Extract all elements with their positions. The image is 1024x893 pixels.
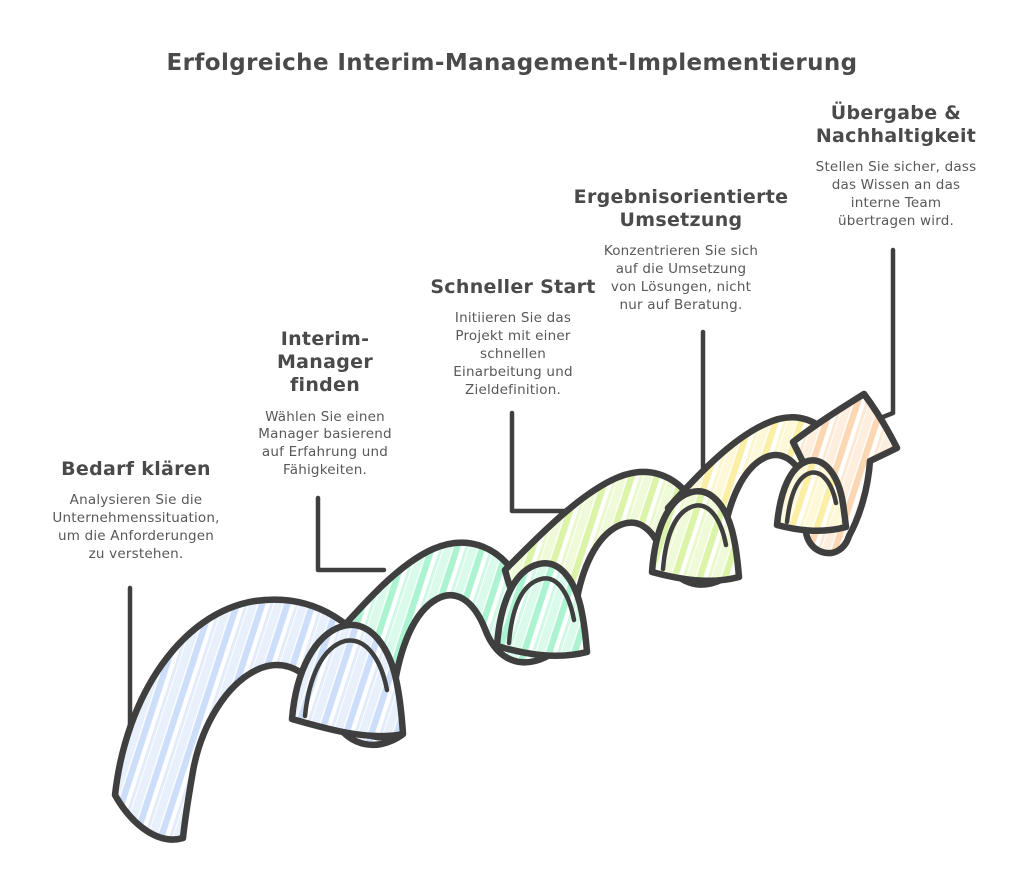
- ribbon-fold-1-inner-line: [302, 638, 390, 719]
- connector-line-2: [315, 495, 387, 573]
- step-1-heading: Bedarf klären: [61, 458, 211, 480]
- ribbon-fold-4: [773, 457, 850, 534]
- step-2-description: Wählen Sie einen Manager basierend auf E…: [258, 408, 392, 479]
- step-2-interim-manager-finden: Interim- Manager finden Wählen Sie einen…: [229, 328, 421, 480]
- page-title: Erfolgreiche Interim-Management-Implemen…: [166, 50, 858, 76]
- ribbon-fold-2-inner-line: [506, 576, 577, 646]
- ribbon-fold-2: [493, 560, 591, 659]
- step-1-description: Analysieren Sie die Unternehmenssituatio…: [52, 492, 220, 563]
- step-5-heading: Übergabe & Nachhaltigkeit: [815, 102, 977, 148]
- step-2-heading: Interim- Manager finden: [276, 328, 374, 397]
- step-4-ergebnisorientierte-umsetzung: Ergebnisorientierte Umsetzung Konzentrie…: [560, 186, 802, 315]
- ribbon-fold-3-inner-line: [660, 503, 729, 572]
- step-5-description: Stellen Sie sicher, dass das Wissen an d…: [815, 159, 977, 230]
- ribbon-fold-4-inner-line: [784, 470, 839, 525]
- ribbon-fold-1: [288, 621, 407, 740]
- connector-line-3: [509, 410, 569, 514]
- step-5-uebergabe-nachhaltigkeit: Übergabe & Nachhaltigkeit Stellen Sie si…: [785, 102, 1007, 231]
- step-3-description: Initiieren Sie das Projekt mit einer sch…: [453, 310, 573, 398]
- step-3-schneller-start: Schneller Start Initiieren Sie das Proje…: [417, 276, 609, 400]
- connector-line-5: [875, 247, 896, 422]
- step-3-heading: Schneller Start: [430, 276, 596, 298]
- step-4-description: Konzentrieren Sie sich auf die Umsetzung…: [603, 243, 759, 314]
- step-1-bedarf-klaeren: Bedarf klären Analysieren Sie die Untern…: [30, 458, 242, 564]
- step-4-heading: Ergebnisorientierte Umsetzung: [573, 186, 789, 232]
- ribbon-fold-3: [648, 488, 743, 585]
